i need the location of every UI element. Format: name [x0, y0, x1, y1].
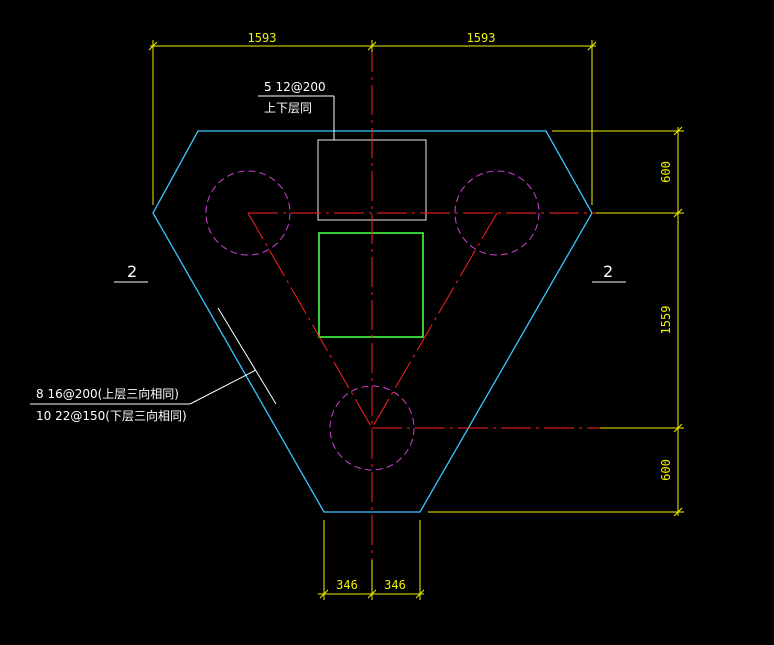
section-mark-left: 2	[127, 262, 137, 281]
pile-left	[205, 170, 291, 256]
dim-right-bottom: 600	[659, 459, 673, 481]
dim-right-middle: 1559	[659, 306, 673, 335]
dim-top-right: 1593	[467, 31, 496, 45]
pile-right	[454, 170, 540, 256]
side-rebar-bottom-label: 10 22@150(下层三向相同)	[36, 408, 187, 423]
dimension-lines	[148, 40, 684, 600]
center-lines	[247, 42, 640, 600]
left-diagonal-centerline	[247, 212, 373, 429]
top-rebar-note: 上下层同	[264, 101, 312, 115]
top-rebar-label: 5 12@200	[264, 80, 326, 94]
dim-bottom-left: 346	[336, 578, 358, 592]
dim-right-top: 600	[659, 161, 673, 183]
right-diagonal-centerline	[371, 212, 498, 429]
column-center	[318, 232, 424, 338]
section-mark-right: 2	[603, 262, 613, 281]
pile-bottom	[329, 385, 415, 471]
pile-cap-outline	[152, 130, 593, 513]
annotation-leaders	[30, 95, 626, 405]
side-rebar-top-label: 8 16@200(上层三向相同)	[36, 386, 179, 401]
pile-circles	[205, 170, 540, 471]
dim-bottom-right: 346	[384, 578, 406, 592]
dim-top-left: 1593	[248, 31, 277, 45]
